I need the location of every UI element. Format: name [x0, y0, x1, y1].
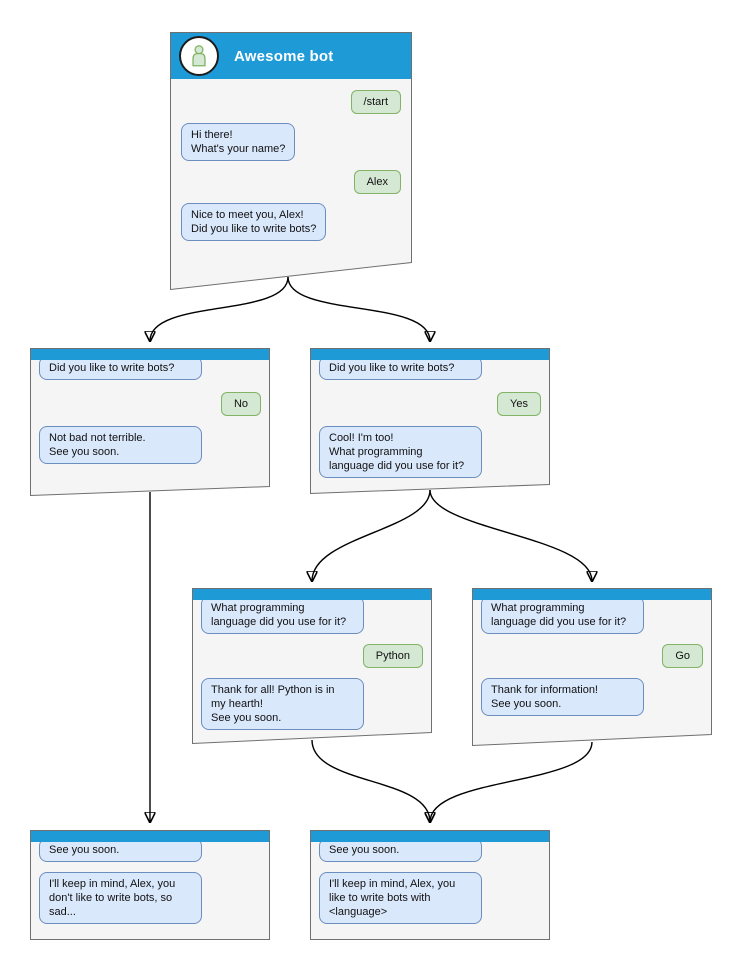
window-title: Awesome bot	[234, 47, 334, 65]
bot-message-bubble: What programming language did you use fo…	[201, 596, 364, 634]
message-list: What programming language did you use fo…	[473, 596, 711, 716]
chat-window-main: Awesome bot /start Hi there! What's your…	[170, 32, 412, 290]
user-message-bubble: Python	[362, 644, 423, 668]
message-list: See you soon. I'll keep in mind, Alex, y…	[31, 838, 269, 924]
connector-start-to-no	[150, 276, 289, 341]
chat-window-branch-go: What programming language did you use fo…	[472, 588, 712, 746]
bot-message-bubble: Did you like to write bots?	[319, 356, 482, 380]
window-title-bar: Awesome bot	[171, 33, 411, 79]
bot-message-bubble: Cool! I'm too! What programming language…	[319, 426, 482, 478]
window-title-bar	[31, 349, 269, 360]
avatar	[179, 36, 219, 76]
window-title-bar	[311, 349, 549, 360]
connector-python-to-end	[311, 739, 430, 822]
user-message-bubble: /start	[350, 90, 401, 114]
connector-yes-to-python	[312, 489, 431, 581]
message-list: See you soon. I'll keep in mind, Alex, y…	[311, 838, 549, 924]
window-title-bar	[193, 589, 431, 600]
user-message-bubble: No	[220, 392, 261, 416]
bot-message-bubble: I'll keep in mind, Alex, you like to wri…	[319, 872, 482, 924]
chat-window-branch-python: What programming language did you use fo…	[192, 588, 432, 744]
user-message-bubble: Go	[662, 644, 703, 668]
message-list: Did you like to write bots? No Not bad n…	[31, 356, 269, 464]
chat-window-branch-no: Did you like to write bots? No Not bad n…	[30, 348, 270, 496]
message-list: What programming language did you use fo…	[193, 596, 431, 730]
window-title-bar	[473, 589, 711, 600]
bot-message-bubble: Nice to meet you, Alex! Did you like to …	[181, 203, 327, 241]
connector-go-to-end	[430, 741, 593, 822]
bot-message-bubble: I'll keep in mind, Alex, you don't like …	[39, 872, 202, 924]
chat-window-branch-yes: Did you like to write bots? Yes Cool! I'…	[310, 348, 550, 494]
message-list: Did you like to write bots? Yes Cool! I'…	[311, 356, 549, 478]
bot-message-bubble: Not bad not terrible. See you soon.	[39, 426, 202, 464]
connector-yes-to-go	[429, 489, 592, 581]
message-list: /start Hi there! What's your name? Alex …	[171, 79, 411, 241]
connector-start-to-yes	[287, 276, 430, 341]
chat-window-end-language: See you soon. I'll keep in mind, Alex, y…	[310, 830, 550, 940]
window-title-bar	[31, 831, 269, 842]
window-title-bar	[311, 831, 549, 842]
bot-message-bubble: What programming language did you use fo…	[481, 596, 644, 634]
user-message-bubble: Yes	[497, 392, 541, 416]
person-icon	[192, 45, 206, 67]
bot-message-bubble: Did you like to write bots?	[39, 356, 202, 380]
bot-message-bubble: Thank for information! See you soon.	[481, 678, 644, 716]
bot-message-bubble: Thank for all! Python is in my hearth! S…	[201, 678, 364, 730]
bot-message-bubble: Hi there! What's your name?	[181, 123, 296, 161]
user-message-bubble: Alex	[353, 170, 401, 194]
chat-window-end-no: See you soon. I'll keep in mind, Alex, y…	[30, 830, 270, 940]
